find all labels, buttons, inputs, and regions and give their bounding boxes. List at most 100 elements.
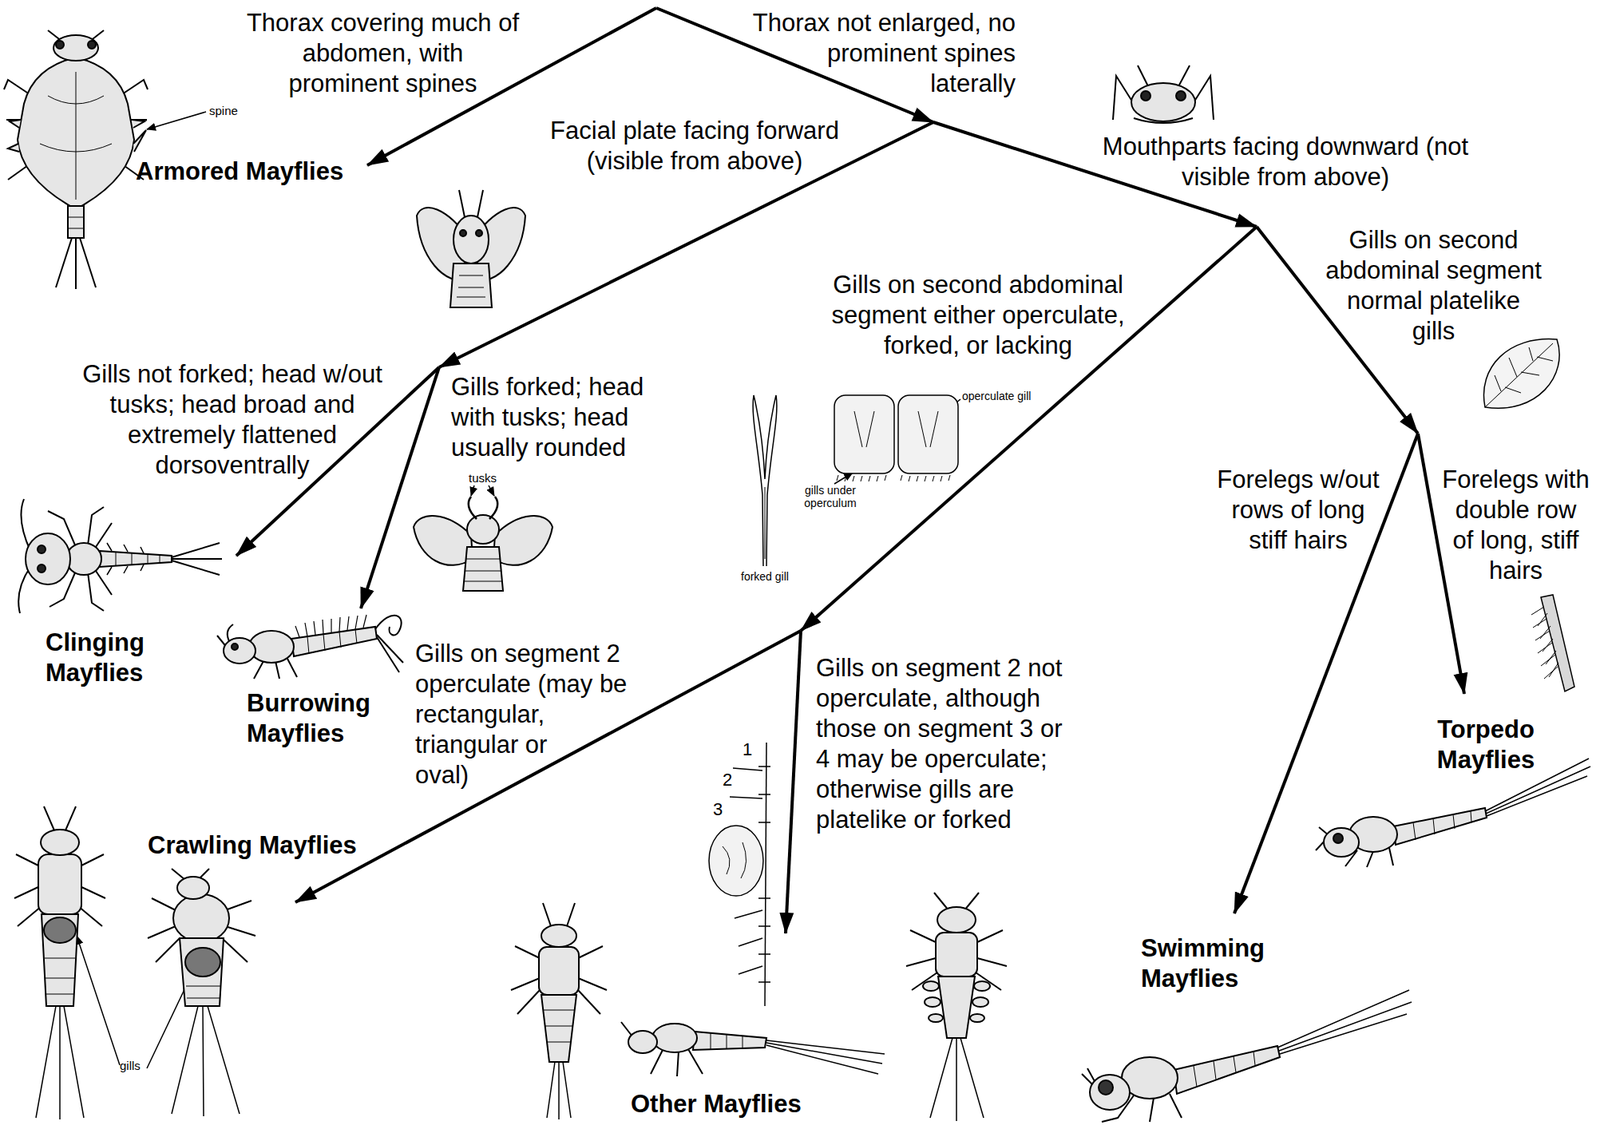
key-choice: Gills not forked; head w/out tusks; head… [76,359,389,481]
key-choice: Mouthparts facing downward (not visible … [1097,131,1474,193]
other-mayfly-figure-part [930,1037,984,1121]
crawling-mayfly-figure-part [171,1005,240,1117]
key-choice: Thorax covering much of abdomen, with pr… [245,7,521,100]
key-choice: Gills on second abdominal segment normal… [1323,225,1544,347]
crawling-mayfly-figure [14,806,106,1120]
facial-plate-figure-part [456,275,486,298]
other-mayfly-figure-part [693,1031,767,1050]
tusked-head-figure-part [463,546,503,591]
callout-number: 3 [712,799,723,820]
torpedo-mayfly-figure-part [1323,827,1359,857]
tusked-head-figure [413,496,553,591]
other-mayfly-figure-part [650,1049,703,1077]
other-mayfly-figure-part [937,906,976,933]
other-mayfly-figure-part [928,1013,943,1022]
swimming-mayfly-figure-part [1277,990,1412,1054]
burrowing-mayfly-figure [217,614,404,679]
facial-plate-figure-part [453,215,489,264]
other-mayfly-figure-part [766,1040,885,1074]
crawling-mayfly-figure-part [41,914,79,1006]
callout-number: 1 [742,739,753,760]
burrowing-mayfly-figure-part [375,615,402,636]
other-mayfly-figure-part [538,946,579,995]
clinging-mayfly-figure-part [106,542,144,575]
other-mayfly-figure-part [938,976,975,1038]
abdominal-segment-figure-part [764,742,767,1006]
armored-mayfly-figure-part [53,35,99,61]
torpedo-mayfly-figure-part [1413,811,1472,840]
abdominal-segment-figure-part [729,768,763,799]
part-label: tusks [468,471,497,485]
forked-gill-figure-part [764,487,766,559]
other-mayfly-figure-part [924,997,941,1007]
armored-mayfly-figure-part [55,237,96,290]
crawling-mayfly-figure-part [35,1005,84,1120]
abdominal-segment-figure-part [722,842,747,879]
other-mayfly-figure-part [541,994,577,1062]
label-block: Gills on segment 2 operculate (may be re… [415,638,735,799]
armored-mayfly-figure-part [67,217,84,229]
operculate-gill-figure-part [854,411,939,448]
clinging-mayfly-figure-part [25,533,71,585]
leader-line-part [471,485,475,496]
group-name: Burrowing Mayflies [246,688,379,749]
key-choice: Gills on second abdominal segment either… [822,269,1134,361]
key-choice: Facial plate facing forward (visible fro… [542,115,847,177]
clinging-mayfly-figure [18,499,222,614]
platelike-gill-figure-part [1485,343,1553,408]
crawling-mayfly-figure-part [186,986,221,999]
swimming-mayfly-figure-part [1098,1080,1113,1095]
burrowing-mayfly-figure-part [249,630,294,663]
crawling-mayfly-figure-part [185,947,221,977]
crawling-mayfly-figure-part [40,829,80,856]
clinging-mayfly-figure-part [66,542,102,575]
other-mayfly-figure-part [652,1023,698,1053]
other-mayfly-figure-part [541,924,577,947]
group-name: Swimming Mayflies [1140,933,1273,995]
clinging-mayfly-figure-part [171,542,222,575]
other-mayfly-figure-part [621,1021,633,1037]
other-mayfly-figure-part [972,997,989,1007]
swimming-mayfly-figure-part [1193,1051,1256,1087]
forked-gill-figure [752,395,777,567]
key-choice: Gills on segment 2 operculate (may be re… [415,638,735,791]
armored-mayfly-figure-part [39,71,112,200]
operculate-gill-figure-part [834,395,895,474]
other-mayfly-figure-part [922,981,939,991]
burrowing-mayfly-figure-part [223,637,256,664]
key-arrow-part [800,226,1257,631]
forked-gill-figure-part [752,395,777,567]
leader-line-part [488,485,495,496]
part-label: spine [209,103,238,118]
torpedo-mayfly-figure-part [1393,807,1487,845]
other-mayfly-figure-part [974,981,991,991]
armored-mayfly-figure-part [55,40,64,49]
facial-plate-figure-part [450,263,492,308]
operculate-gill-figure [834,395,959,482]
key-choice: Gills forked; head with tusks; head usua… [451,372,659,464]
key-arrow-part [295,630,801,903]
armored-mayfly-figure-part [67,205,84,238]
crawling-mayfly-figure-part [43,806,76,831]
crawling-mayfly-figure-part [38,854,82,915]
swimming-mayfly-figure-part [1173,1045,1280,1094]
crawling-mayfly-figure-part [177,876,210,900]
swimming-mayfly-figure-part [1089,1074,1130,1110]
key-choice: Forelegs w/out rows of long stiff hairs [1213,464,1383,556]
other-mayfly-figure-part [710,1033,743,1050]
group-name: Armored Mayflies [135,156,344,187]
facial-plate-figure [416,190,526,308]
leader-line [76,111,961,1069]
callout-number: 2 [722,769,733,790]
group-name: Other Mayflies [630,1089,802,1120]
abdominal-segment-figure-part [708,825,764,896]
armored-mayfly-figure [3,30,148,290]
other-mayfly-figure-part [628,1030,658,1054]
operculate-gill-figure-part [898,395,959,474]
armored-mayfly-figure-part [87,40,96,49]
key-arrow-part [785,630,801,934]
facial-plate-figure-part [475,229,483,237]
part-label: operculate gill [962,389,1031,403]
other-mayfly-figure-part [546,1061,571,1120]
